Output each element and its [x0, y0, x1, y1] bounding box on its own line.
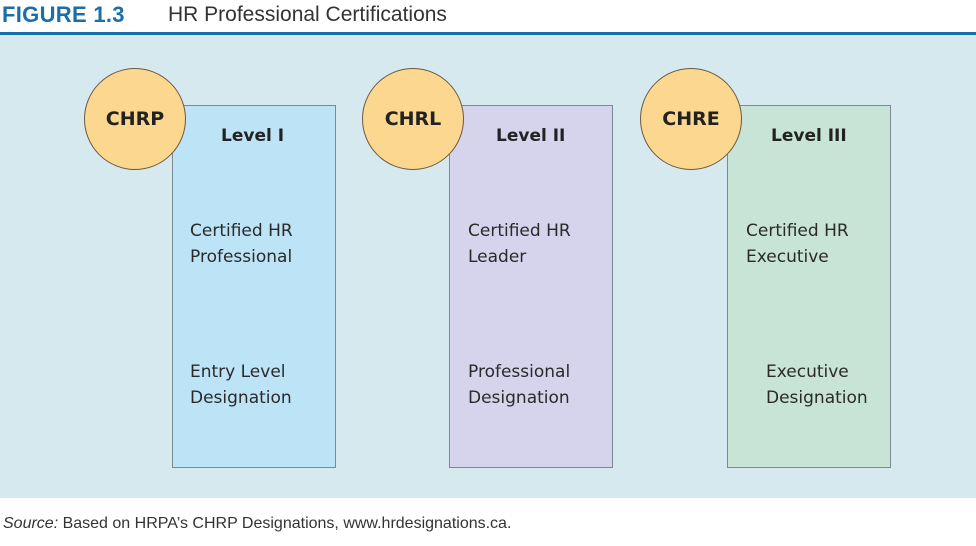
- level-label-chrl: Level II: [496, 126, 566, 146]
- certification-name-chre: Certified HR Executive: [746, 218, 896, 270]
- designation-line-2: Designation: [766, 388, 868, 408]
- figure-title: HR Professional Certifications: [168, 3, 447, 26]
- designation-line-1: Entry Level: [190, 362, 286, 382]
- designation-line-1: Professional: [468, 362, 571, 382]
- designation-chrl: Professional Designation: [468, 359, 618, 411]
- source-text: Based on HRPA’s CHRP Designations, www.h…: [58, 515, 512, 532]
- certification-name-line-2: Leader: [468, 247, 527, 267]
- designation-line-1: Executive: [766, 362, 849, 382]
- designation-line-2: Designation: [468, 388, 570, 408]
- certification-name-line-1: Certified HR: [746, 221, 849, 241]
- level-label-chre: Level III: [771, 126, 847, 146]
- acronym-circle-chre: CHRE: [640, 68, 742, 170]
- figure-header: FIGURE 1.3 HR Professional Certification…: [0, 0, 976, 32]
- certification-card-chre: [727, 105, 891, 468]
- certification-name-chrl: Certified HR Leader: [468, 218, 618, 270]
- certification-name-line-1: Certified HR: [468, 221, 571, 241]
- figure-number: FIGURE 1.3: [2, 2, 125, 27]
- certification-name-line-1: Certified HR: [190, 221, 293, 241]
- designation-chrp: Entry Level Designation: [190, 359, 340, 411]
- acronym-circle-chrp: CHRP: [84, 68, 186, 170]
- certification-name-line-2: Professional: [190, 247, 293, 267]
- level-label-chrp: Level I: [221, 126, 285, 146]
- designation-line-2: Designation: [190, 388, 292, 408]
- source-label: Source:: [3, 515, 59, 532]
- source-note: Source: Based on HRPA’s CHRP Designation…: [3, 515, 511, 533]
- acronym-circle-chrl: CHRL: [362, 68, 464, 170]
- certification-card-chrl: [449, 105, 613, 468]
- header-rule: [0, 32, 976, 35]
- certification-name-line-2: Executive: [746, 247, 829, 267]
- certification-name-chrp: Certified HR Professional: [190, 218, 340, 270]
- designation-chre: Executive Designation: [766, 359, 916, 411]
- certification-card-chrp: [172, 105, 336, 468]
